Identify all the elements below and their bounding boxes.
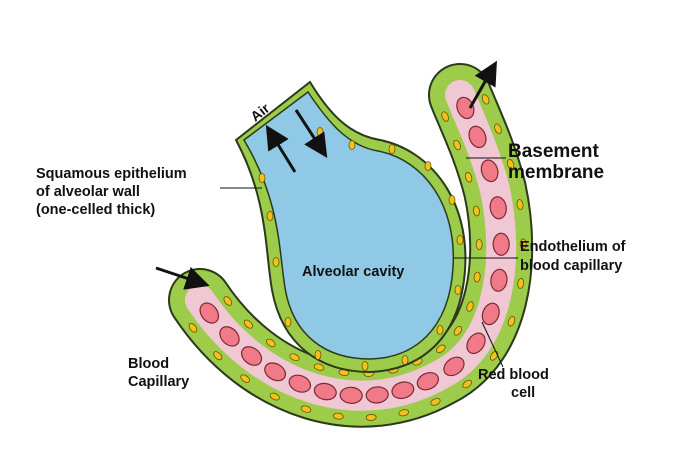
endothelial-nucleus <box>507 159 515 170</box>
endothelial-nucleus <box>430 398 441 406</box>
endothelial-nucleus <box>489 350 499 361</box>
alveolar-nucleus <box>401 355 409 365</box>
red-blood-cell <box>391 381 415 400</box>
endothelial-nucleus <box>507 316 516 327</box>
endothelial-nucleus <box>441 111 449 122</box>
endothelial-nucleus <box>289 353 300 362</box>
red-blood-cell <box>240 346 263 366</box>
endothelial-nucleus <box>240 374 250 383</box>
red-blood-cell <box>264 362 287 382</box>
endothelial-nucleus <box>475 239 483 250</box>
endothelial-nucleus <box>464 172 473 183</box>
endothelial-nucleus <box>365 414 377 421</box>
endothelial-nucleus <box>223 296 233 306</box>
endothelial-nucleus <box>516 199 524 210</box>
alveolar-cavity-label: Alveolar cavity <box>302 264 404 280</box>
basement-label-line2: membrane <box>508 162 604 183</box>
endothelial-nucleus <box>188 323 198 333</box>
blood-capillary-label-line2: Capillary <box>128 374 189 390</box>
endothelial-nucleus <box>453 139 461 151</box>
endothelial-nucleus <box>453 325 463 336</box>
alveolar-nucleus <box>348 140 356 150</box>
endothelial-nucleus <box>494 123 502 134</box>
endothelial-nucleus <box>313 363 325 371</box>
endothelium-nuclei <box>188 94 527 421</box>
alveolar-nucleus <box>361 361 369 371</box>
alveolar-cavity <box>243 90 455 360</box>
endothelium-label-line2: blood capillary <box>520 258 622 274</box>
alveolar-nucleus <box>388 144 396 154</box>
air-in-arrow <box>294 109 328 159</box>
rbc-label-line2: cell <box>511 385 535 401</box>
endothelial-nucleus <box>265 338 276 348</box>
alveolar-nucleus <box>314 350 322 360</box>
red-blood-cell <box>492 232 510 256</box>
endothelial-nucleus <box>462 379 472 389</box>
endothelial-nucleus <box>519 238 527 250</box>
squamous-label-line1: Squamous epithelium <box>36 166 187 182</box>
red-blood-cell <box>365 386 389 404</box>
alveolar-nucleus <box>284 317 292 327</box>
blood-capillary-label-line1: Blood <box>128 356 169 372</box>
rbc-label-line1: Red blood <box>478 367 549 383</box>
endothelial-nucleus <box>269 392 280 401</box>
alveolar-nucleus <box>456 235 464 245</box>
alveolar-nucleus <box>424 161 432 171</box>
squamous-label-line2: of alveolar wall <box>36 184 140 200</box>
alveolar-nucleus <box>272 257 280 267</box>
red-blood-cell <box>466 332 486 355</box>
red-blood-cells <box>199 96 510 404</box>
red-blood-cell <box>199 302 220 324</box>
endothelial-nucleus <box>213 351 223 361</box>
blood-out-arrow <box>468 60 497 109</box>
endothelial-nucleus <box>243 319 253 329</box>
endothelial-nucleus <box>332 412 344 420</box>
red-blood-cell <box>288 374 312 393</box>
endothelial-nucleus <box>481 94 490 105</box>
red-blood-cell <box>443 356 465 377</box>
red-blood-cell <box>219 326 240 347</box>
basement-label-line1: Basement <box>508 141 599 162</box>
red-blood-cell <box>480 159 499 183</box>
air-out-arrow <box>265 124 297 173</box>
endothelial-nucleus <box>300 405 312 413</box>
alveolar-nucleus <box>448 195 456 205</box>
squamous-label-line3: (one-celled thick) <box>36 202 155 218</box>
alveolar-nucleus <box>316 127 324 137</box>
endothelial-nucleus <box>472 205 480 217</box>
blood-in-arrow <box>155 266 210 290</box>
endothelial-nucleus <box>398 409 410 417</box>
red-blood-cell <box>416 371 439 391</box>
endothelial-nucleus <box>517 278 525 289</box>
alveolar-nucleus <box>436 325 444 335</box>
endothelium-label-line1: Endothelium of <box>520 239 626 255</box>
endothelial-nucleus <box>466 301 474 312</box>
rbc-leader <box>481 321 504 368</box>
red-blood-cell <box>481 302 500 326</box>
red-blood-cell <box>339 386 363 404</box>
red-blood-cell <box>313 382 337 401</box>
endothelial-nucleus <box>473 271 481 283</box>
alveolar-nucleus <box>266 211 274 221</box>
red-blood-cell <box>490 268 508 292</box>
endothelial-nucleus <box>436 344 446 353</box>
alveolar-nucleus <box>258 173 266 183</box>
red-blood-cell <box>468 125 487 149</box>
alveolar-nucleus <box>454 285 462 295</box>
red-blood-cell <box>489 196 507 220</box>
